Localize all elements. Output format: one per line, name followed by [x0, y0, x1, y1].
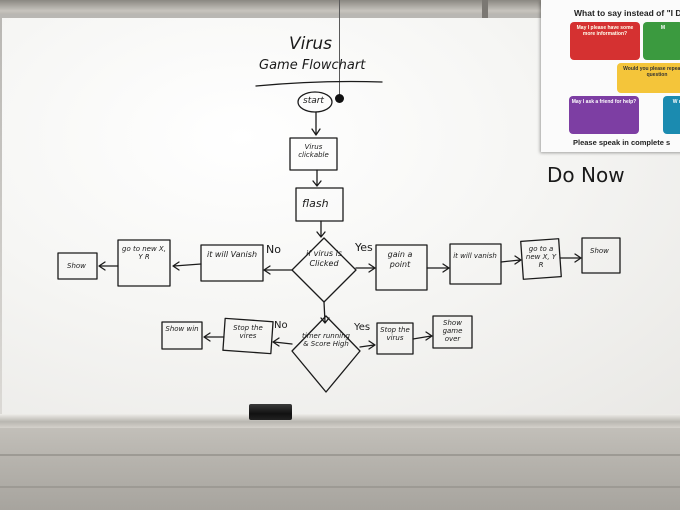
- diamond-clicked: [291, 237, 357, 303]
- flowchart-title-line1: Virus: [289, 34, 332, 54]
- arrow-clickable-to-flash: [312, 169, 322, 187]
- diamond-timer: [291, 315, 361, 393]
- arrow-start-to-clickable: [311, 111, 321, 136]
- label-yes-1: Yes: [355, 241, 373, 254]
- node-show-game-over-label: Show game over: [442, 319, 463, 343]
- poster-card-purple: May I ask a friend for help?: [569, 96, 639, 134]
- box-stop-vires: [222, 317, 274, 355]
- start-oval: [297, 91, 333, 113]
- arrow-to-show-right: [559, 253, 582, 263]
- poster-card-red: May I please have some more information?: [570, 22, 640, 60]
- arrow-flash-to-decision: [316, 220, 326, 238]
- box-flash: [295, 187, 344, 222]
- box-vanish-left: [200, 244, 264, 282]
- arrow-to-go-new-right: [500, 255, 522, 265]
- arrow-to-show-game-over: [412, 331, 433, 341]
- marker-tray: [0, 414, 680, 428]
- box-virus-clickable: [289, 137, 338, 171]
- node-stop-virus-label: Stop the virus: [380, 326, 410, 342]
- wall-seam: [0, 486, 680, 488]
- poster-card-green: M: [643, 22, 680, 60]
- arrow-to-stop-virus: [359, 340, 376, 350]
- arrow-to-show-left: [98, 261, 119, 271]
- label-no-2: No: [274, 320, 288, 331]
- box-show-right: [581, 237, 621, 274]
- node-flash-label: flash: [302, 197, 329, 210]
- box-vanish-right: [449, 243, 502, 285]
- box-go-new-left: [117, 239, 171, 287]
- node-decision-timer-label: timer running & Score High: [302, 332, 350, 348]
- node-stop-vires-label: Stop the vires: [233, 324, 263, 340]
- node-vanish-left-label: it will Vanish: [206, 250, 258, 259]
- node-decision-clicked-label: if virus is Clicked: [306, 249, 342, 268]
- poster-card-blue: W m: [663, 96, 680, 134]
- magnet: [335, 94, 344, 103]
- classroom-poster: What to say instead of "I D May I please…: [541, 0, 680, 152]
- node-virus-clickable-label: Virus clickable: [298, 143, 329, 159]
- wall-panel: [0, 428, 680, 510]
- title-underline: [255, 80, 383, 87]
- poster-card-yellow: Would you please repeat the question: [617, 63, 680, 93]
- wall-seam: [0, 454, 680, 456]
- box-show-win: [161, 321, 203, 350]
- node-go-new-left-label: go to new X, Y R: [122, 245, 166, 261]
- poster-title: What to say instead of "I D: [574, 8, 680, 18]
- label-no-1: No: [266, 243, 281, 256]
- node-show-win-label: Show win: [165, 325, 199, 333]
- node-show-left-label: Show: [67, 262, 86, 270]
- node-vanish-right-label: it will vanish: [453, 252, 497, 260]
- poster-footer: Please speak in complete s: [573, 138, 671, 147]
- arrow-to-vanish-left: [263, 265, 293, 275]
- hanging-string: [339, 0, 340, 96]
- box-show-left: [57, 252, 98, 280]
- box-show-game-over: [432, 315, 473, 349]
- arrow-to-vanish-right: [426, 263, 450, 273]
- node-gain-point-label: gain a point: [387, 250, 413, 269]
- arrow-to-go-new-left: [172, 261, 202, 271]
- node-show-right-label: Show: [590, 247, 609, 255]
- do-now-heading: Do Now: [547, 163, 625, 187]
- rail-clip: [482, 0, 488, 18]
- top-map-rail: [0, 0, 680, 18]
- label-yes-2: Yes: [354, 322, 371, 333]
- arrow-to-stop-vires: [272, 337, 293, 347]
- whiteboard-eraser: [249, 404, 292, 420]
- node-go-new-right-label: go to a new X, Y R: [525, 245, 557, 269]
- node-start-label: start: [303, 96, 324, 106]
- flowchart-title-line2: Game Flowchart: [259, 58, 366, 73]
- arrow-to-gain-point: [355, 263, 376, 273]
- arrow-to-show-win: [203, 332, 225, 342]
